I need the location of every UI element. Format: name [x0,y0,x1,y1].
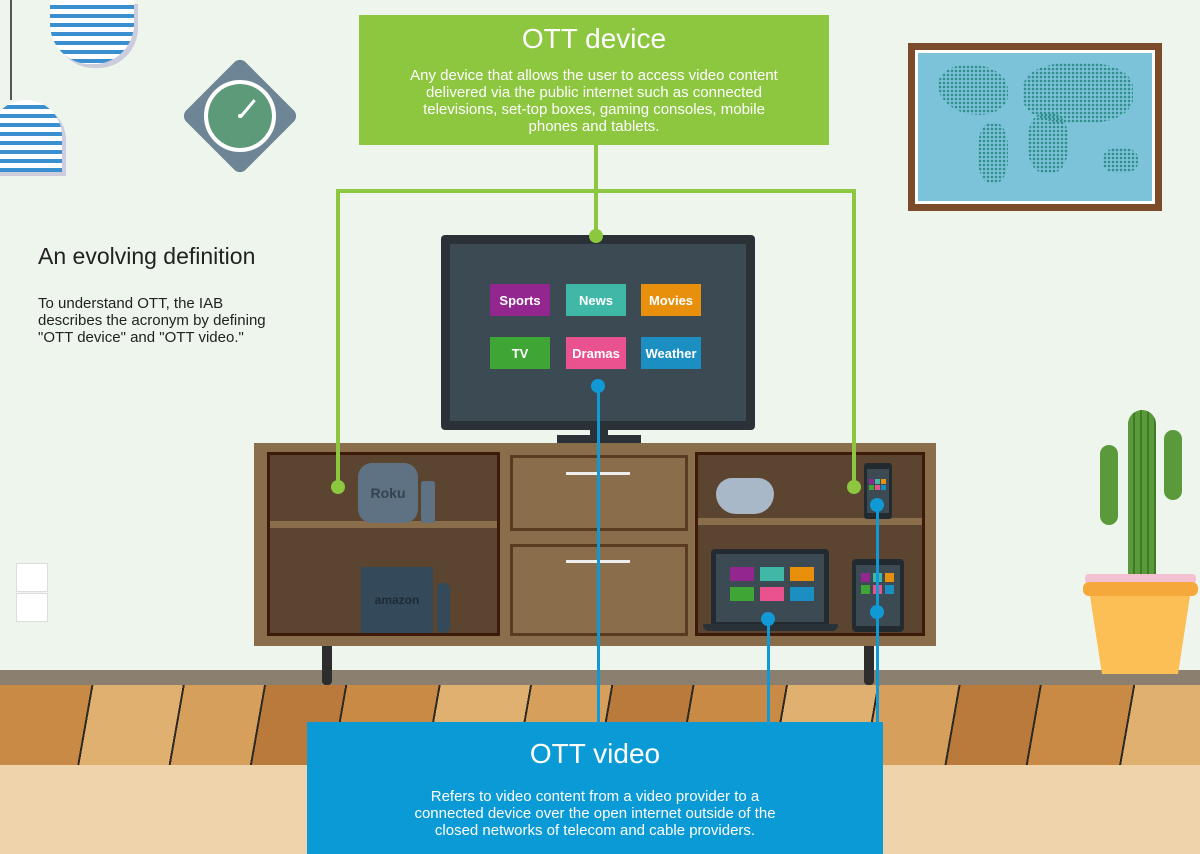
connector-dot [761,612,775,626]
roku-logo: Roku [370,485,406,501]
world-map-icon [915,50,1155,204]
tile-news: News [566,284,626,316]
ott-video-description: Refers to video content from a video pro… [414,788,776,839]
cactus-arm [1100,445,1118,525]
connector-dot [331,480,345,494]
cabinet-leg [864,646,874,685]
connector-line [336,189,340,487]
amazon-logo: amazon [374,593,420,607]
connector-dot [847,480,861,494]
laptop-base [703,624,838,631]
intro-body: To understand OTT, the IAB describes the… [38,295,266,346]
connector-line [767,620,770,722]
ott-device-box: OTT device Any device that allows the us… [359,15,829,145]
amazon-box-icon: amazon [361,567,433,633]
tile-sports: Sports [490,284,550,316]
connector-line [597,386,600,722]
cactus-arm [1164,430,1182,500]
ott-video-box: OTT video Refers to video content from a… [307,722,883,854]
lamp-icon [10,0,12,100]
connector-dot [591,379,605,393]
gamepad-icon [716,478,774,514]
clock-face [204,80,276,152]
connector-dot [589,229,603,243]
remote-icon [421,481,435,523]
tile-tv: TV [490,337,550,369]
remote-icon [437,583,450,633]
world-map-frame [908,43,1162,211]
connector-line [852,189,856,487]
cactus-icon [1128,410,1156,590]
connector-dot [870,498,884,512]
intro-heading: An evolving definition [38,243,256,269]
ott-device-description: Any device that allows the user to acces… [410,67,778,135]
ott-video-title: OTT video [529,738,661,769]
connector-dot [870,605,884,619]
connector-line [336,189,856,193]
plant-pot [1090,596,1190,674]
tile-movies: Movies [641,284,701,316]
plant-pot-icon [1083,582,1198,596]
power-outlet [16,563,48,592]
tile-dramas: Dramas [566,337,626,369]
left-shelf [270,521,497,528]
lamp-shade-bottom [0,100,62,172]
right-shelf [698,518,922,525]
power-outlet [16,593,48,622]
tile-weather: Weather [641,337,701,369]
roku-box-icon: Roku [358,463,418,523]
ott-device-title: OTT device [521,23,667,54]
cabinet-leg [322,646,332,685]
baseboard [0,670,1200,685]
lamp-shade-top [50,0,134,64]
